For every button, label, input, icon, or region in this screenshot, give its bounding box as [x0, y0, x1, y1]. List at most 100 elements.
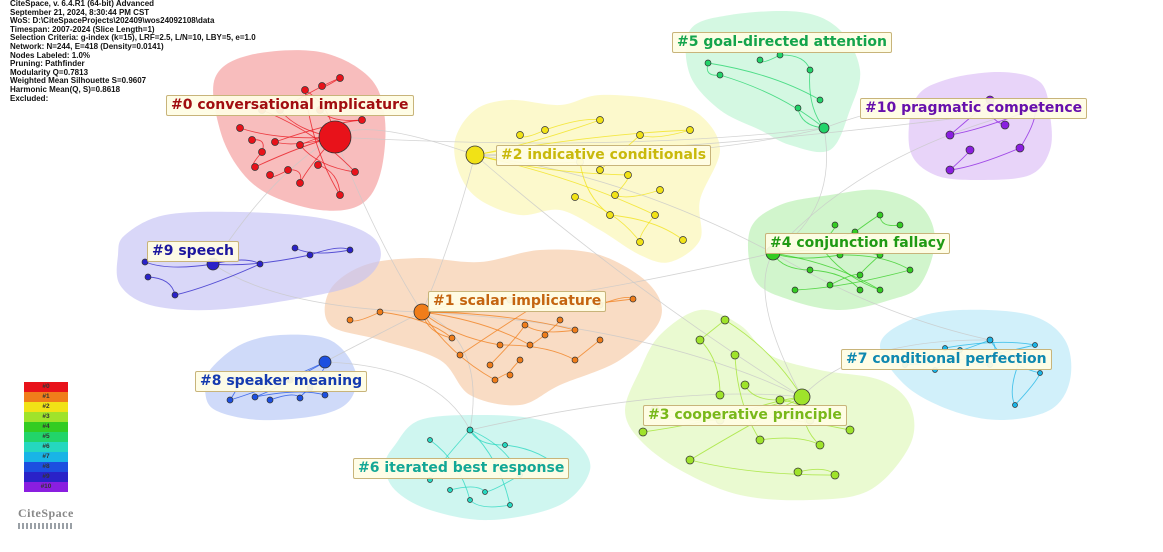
cluster-label[interactable]: #6 iterated best response [353, 458, 570, 479]
node[interactable] [826, 281, 834, 289]
node[interactable] [695, 335, 705, 345]
cluster-label[interactable]: #7 conditional perfection [841, 349, 1052, 370]
node[interactable] [806, 66, 814, 74]
node[interactable] [651, 211, 659, 219]
node[interactable] [541, 126, 549, 134]
node[interactable] [336, 74, 344, 82]
node[interactable] [636, 238, 644, 246]
node[interactable] [965, 145, 975, 155]
node[interactable] [266, 171, 274, 179]
node[interactable] [720, 315, 730, 325]
node[interactable] [945, 130, 955, 140]
node[interactable] [815, 440, 825, 450]
node[interactable] [346, 316, 354, 324]
node[interactable] [491, 376, 499, 384]
node[interactable] [685, 455, 695, 465]
cluster-label[interactable]: #1 scalar implicature [428, 291, 607, 312]
node[interactable] [296, 141, 304, 149]
node[interactable] [507, 502, 513, 508]
node[interactable] [845, 425, 855, 435]
node[interactable] [376, 308, 384, 316]
cluster-label[interactable]: #5 goal-directed attention [672, 32, 893, 53]
hub-node[interactable] [318, 120, 352, 154]
node[interactable] [596, 116, 604, 124]
node[interactable] [791, 286, 799, 294]
node[interactable] [296, 394, 304, 402]
node[interactable] [346, 246, 354, 254]
node[interactable] [266, 396, 274, 404]
node[interactable] [171, 291, 179, 299]
node[interactable] [456, 351, 464, 359]
node[interactable] [856, 286, 864, 294]
node[interactable] [306, 251, 314, 259]
node[interactable] [248, 136, 256, 144]
node[interactable] [740, 380, 750, 390]
node[interactable] [1015, 143, 1025, 153]
node[interactable] [896, 221, 904, 229]
node[interactable] [636, 131, 644, 139]
node[interactable] [516, 131, 524, 139]
node[interactable] [358, 116, 366, 124]
node[interactable] [447, 487, 453, 493]
node[interactable] [318, 82, 326, 90]
node[interactable] [556, 316, 564, 324]
node[interactable] [486, 361, 494, 369]
node[interactable] [715, 390, 725, 400]
node[interactable] [793, 467, 803, 477]
node[interactable] [704, 59, 712, 67]
node[interactable] [606, 211, 614, 219]
cluster-label[interactable]: #4 conjunction fallacy [765, 233, 951, 254]
node[interactable] [496, 341, 504, 349]
node[interactable] [284, 166, 292, 174]
node[interactable] [794, 104, 802, 112]
node[interactable] [629, 295, 637, 303]
hub-node[interactable] [318, 355, 332, 369]
node[interactable] [541, 331, 549, 339]
hub-node[interactable] [413, 303, 431, 321]
hub-node[interactable] [793, 388, 811, 406]
node[interactable] [856, 271, 864, 279]
node[interactable] [258, 148, 266, 156]
node[interactable] [336, 191, 344, 199]
node[interactable] [906, 266, 914, 274]
node[interactable] [945, 165, 955, 175]
node[interactable] [141, 258, 149, 266]
node[interactable] [506, 371, 514, 379]
hub-node[interactable] [466, 426, 474, 434]
node[interactable] [351, 168, 359, 176]
node[interactable] [1012, 402, 1018, 408]
node[interactable] [806, 266, 814, 274]
node[interactable] [526, 341, 534, 349]
node[interactable] [816, 96, 824, 104]
node[interactable] [301, 86, 309, 94]
node[interactable] [256, 260, 264, 268]
node[interactable] [482, 489, 488, 495]
node[interactable] [467, 497, 473, 503]
node[interactable] [679, 236, 687, 244]
node[interactable] [448, 334, 456, 342]
node[interactable] [251, 393, 259, 401]
node[interactable] [624, 171, 632, 179]
node[interactable] [716, 71, 724, 79]
node[interactable] [596, 336, 604, 344]
node[interactable] [638, 427, 648, 437]
hub-node[interactable] [465, 145, 485, 165]
node[interactable] [1000, 120, 1010, 130]
node[interactable] [271, 138, 279, 146]
node[interactable] [831, 221, 839, 229]
node[interactable] [876, 211, 884, 219]
node[interactable] [1037, 370, 1043, 376]
node[interactable] [755, 435, 765, 445]
cluster-label[interactable]: #9 speech [147, 241, 239, 262]
node[interactable] [314, 161, 322, 169]
node[interactable] [571, 193, 579, 201]
node[interactable] [686, 126, 694, 134]
node[interactable] [321, 391, 329, 399]
node[interactable] [144, 273, 152, 281]
cluster-label[interactable]: #10 pragmatic competence [860, 98, 1088, 119]
node[interactable] [236, 124, 244, 132]
node[interactable] [521, 321, 529, 329]
node[interactable] [730, 350, 740, 360]
node[interactable] [427, 437, 433, 443]
cluster-label[interactable]: #2 indicative conditionals [496, 145, 712, 166]
